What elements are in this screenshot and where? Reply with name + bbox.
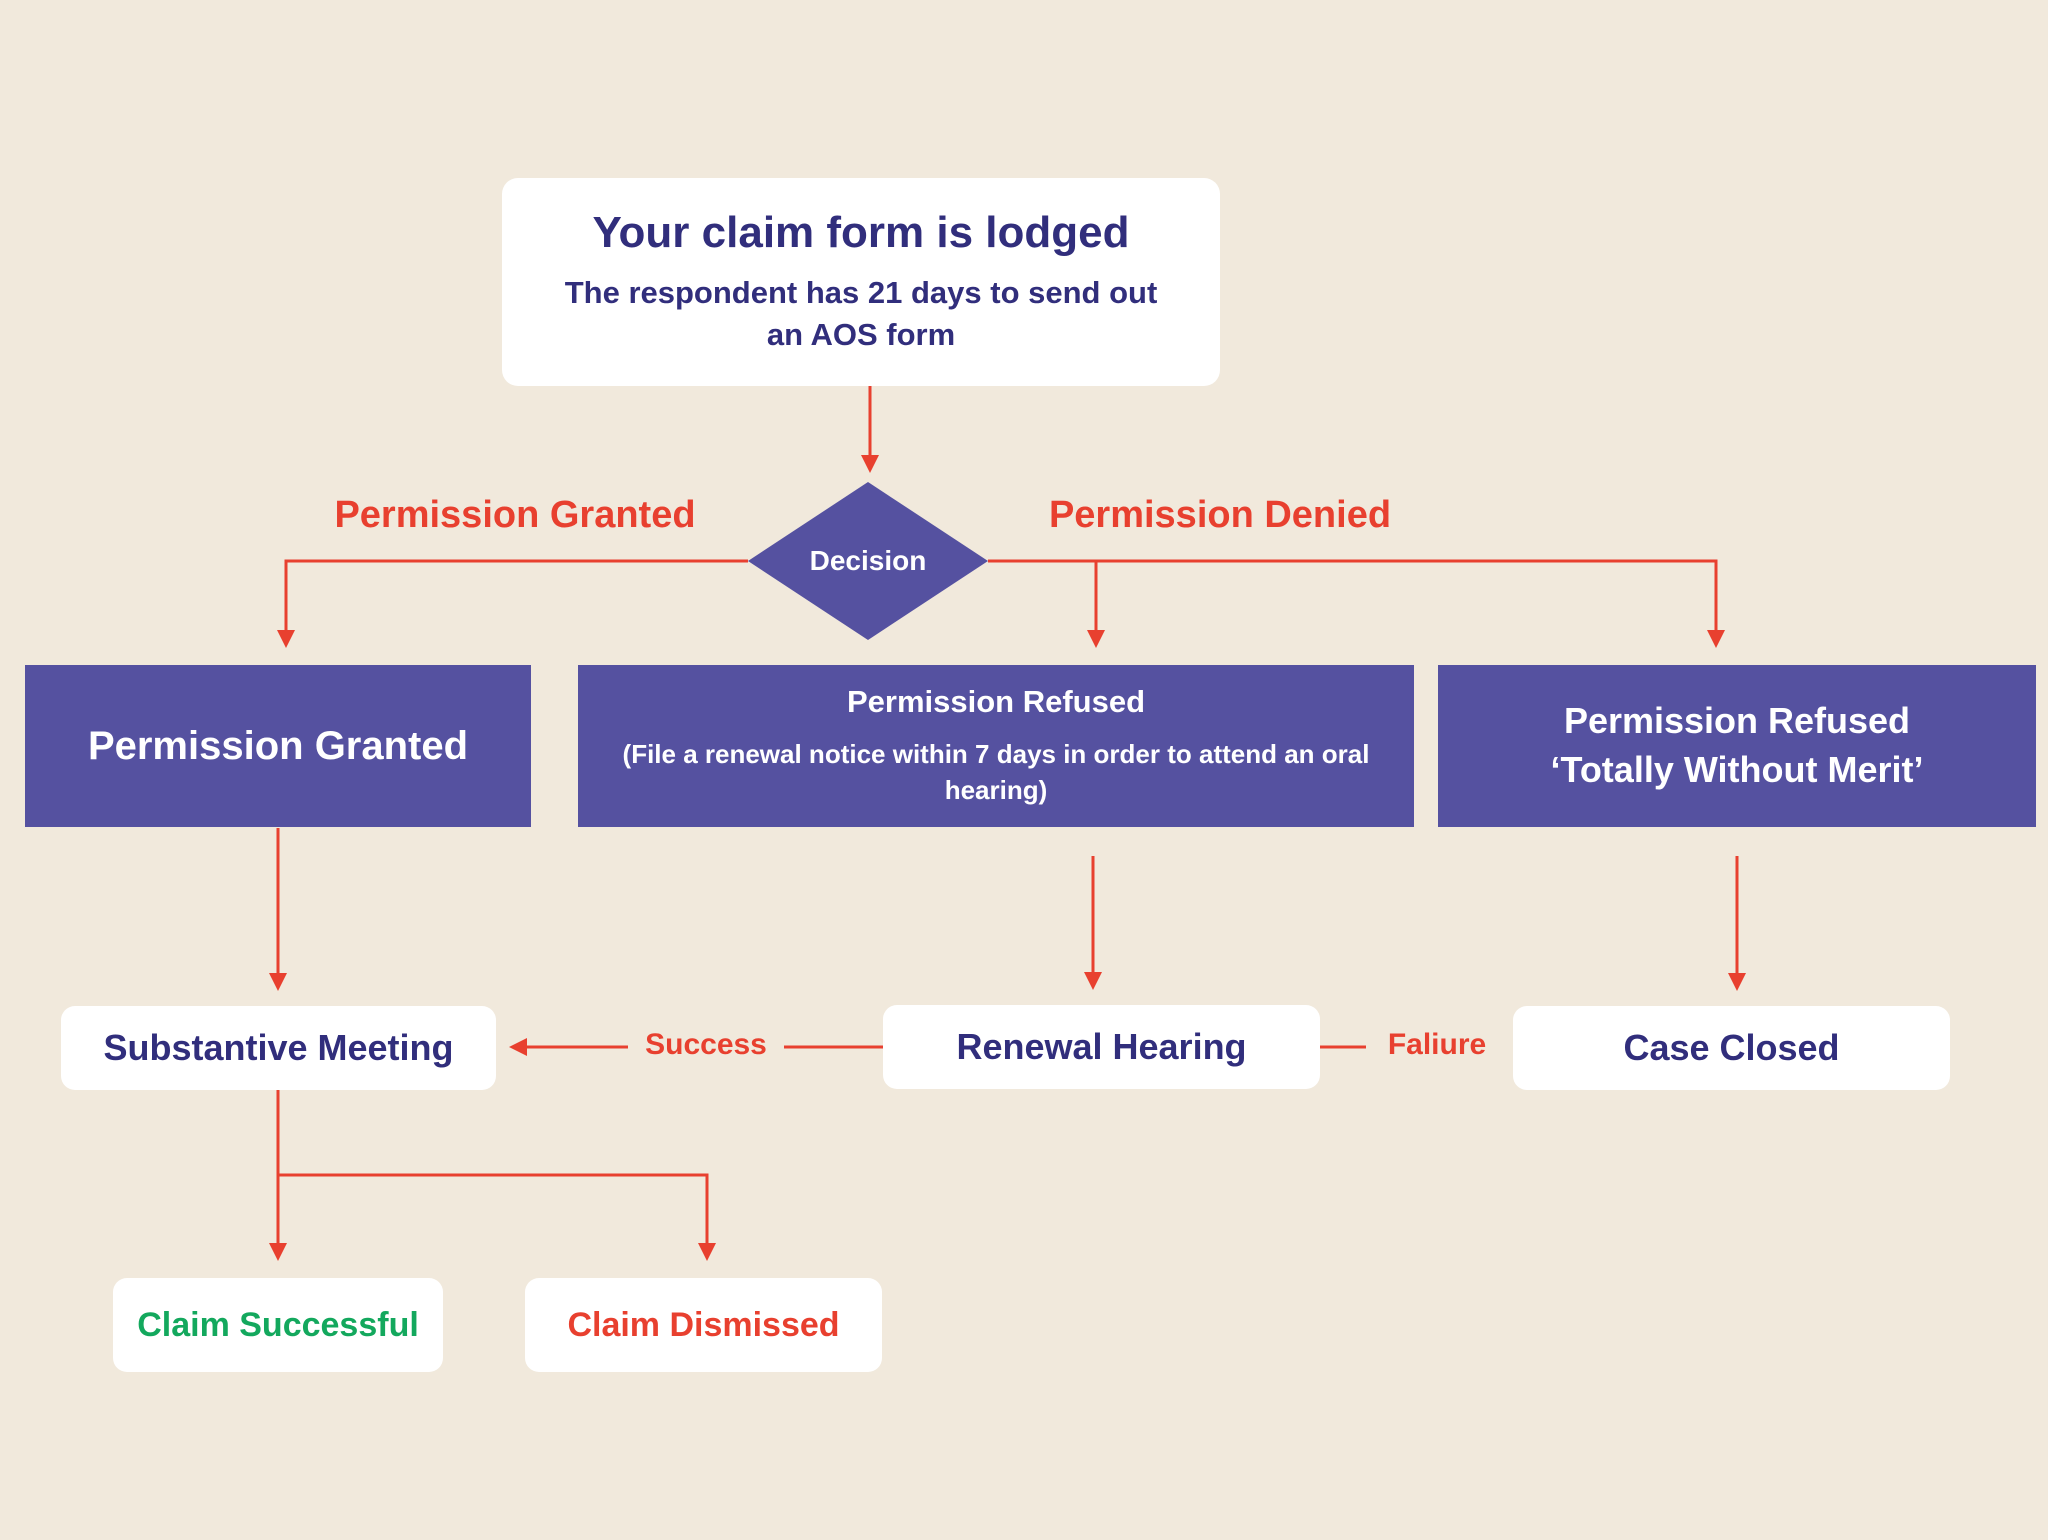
- claim-successful-label: Claim Successful: [137, 1305, 419, 1344]
- branch-label-permission-denied: Permission Denied: [1048, 494, 1392, 536]
- claim-dismissed-node: Claim Dismissed: [525, 1278, 882, 1372]
- substantive-meeting-label: Substantive Meeting: [103, 1027, 454, 1068]
- permission-granted-label: Permission Granted: [87, 723, 469, 768]
- case-closed-label: Case Closed: [1623, 1027, 1840, 1068]
- branch-label-permission-granted: Permission Granted: [334, 494, 696, 536]
- claim-dismissed-label: Claim Dismissed: [567, 1305, 840, 1344]
- permission-refused-twm-line1: Permission Refused: [1563, 700, 1911, 742]
- edge-label-faliure: Faliure: [1366, 1024, 1508, 1066]
- renewal-hearing-label: Renewal Hearing: [956, 1026, 1247, 1067]
- substantive-meeting-node: Substantive Meeting: [61, 1006, 496, 1090]
- edge-decision-to-granted: [277, 559, 748, 648]
- decision-label: Decision: [809, 545, 927, 576]
- edge-decision-to-twm: [988, 559, 1725, 648]
- claim-form-subtitle: The respondent has 21 days to send out a…: [564, 275, 1158, 352]
- case-closed-node: Case Closed: [1513, 1006, 1950, 1090]
- permission-refused-node: Permission Refused (File a renewal notic…: [578, 665, 1414, 827]
- claim-form-title: Your claim form is lodged: [592, 208, 1130, 258]
- permission-refused-twm-line2: ‘Totally Without Merit’: [1550, 749, 1924, 790]
- claim-form-node: Your claim form is lodged The respondent…: [502, 178, 1220, 386]
- renewal-hearing-node: Renewal Hearing: [883, 1005, 1320, 1089]
- permission-refused-twm-node: Permission Refused ‘Totally Without Meri…: [1438, 665, 2036, 827]
- permission-refused-title: Permission Refused: [846, 683, 1146, 719]
- edge-substantive-split: [276, 1090, 716, 1261]
- claim-successful-node: Claim Successful: [113, 1278, 443, 1372]
- permission-granted-node: Permission Granted: [25, 665, 531, 827]
- permission-refused-subtitle: (File a renewal notice within 7 days in …: [622, 738, 1370, 805]
- edge-label-success: Success: [628, 1024, 784, 1066]
